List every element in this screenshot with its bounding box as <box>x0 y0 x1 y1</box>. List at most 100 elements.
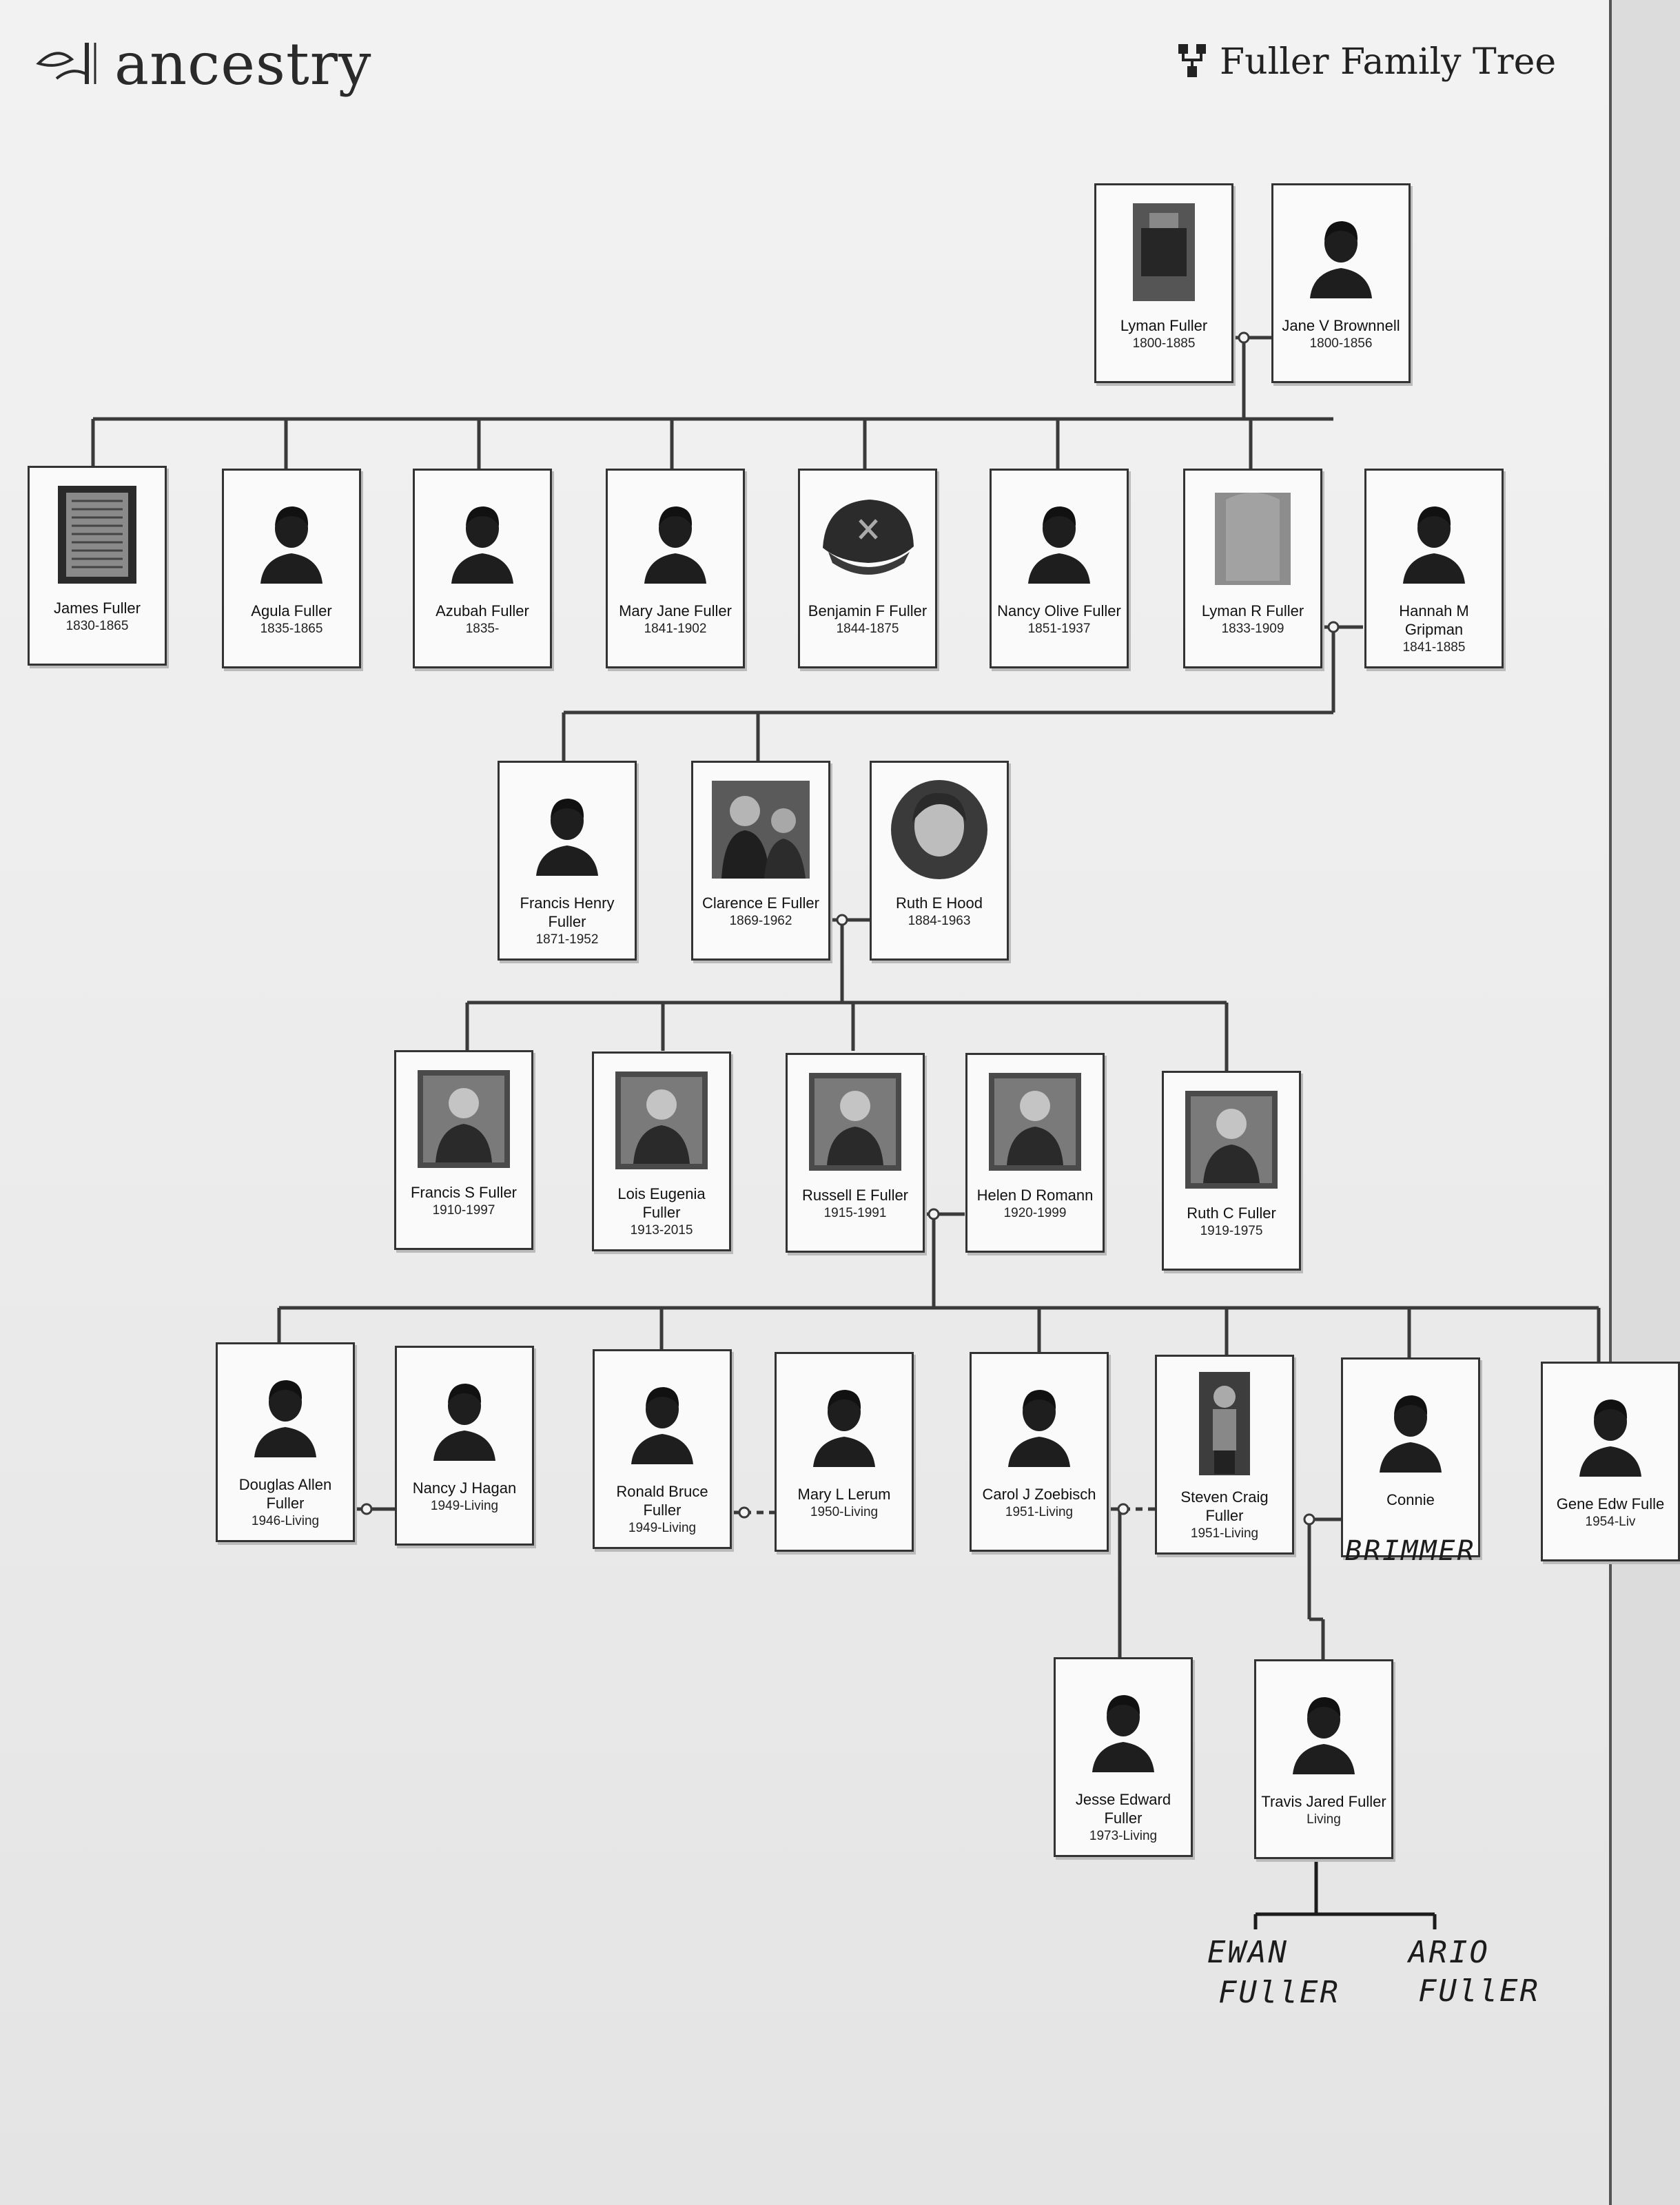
person-name: Clarence E Fuller <box>702 894 819 912</box>
person-lifespan: 1915-1991 <box>823 1206 887 1220</box>
person-card-jesse[interactable]: Jesse Edward Fuller 1973-Living <box>1054 1657 1193 1857</box>
person-photo <box>709 778 812 881</box>
person-lifespan: 1951-Living <box>1190 1526 1259 1541</box>
person-card-douglas[interactable]: Douglas Allen Fuller 1946-Living <box>216 1342 355 1542</box>
person-silhouette-icon <box>413 1363 516 1466</box>
person-name: Helen D Romann <box>976 1187 1094 1204</box>
person-lifespan: 1835- <box>465 622 500 636</box>
person-lifespan: 1954-Liv <box>1585 1515 1636 1529</box>
person-card-gene[interactable]: Gene Edw Fulle 1954-Liv <box>1541 1362 1680 1561</box>
person-lifespan: 1910-1997 <box>432 1203 495 1218</box>
person-photo <box>803 1070 907 1173</box>
person-lifespan: 1946-Living <box>251 1514 320 1528</box>
person-silhouette-icon <box>1007 486 1111 589</box>
person-card-steven[interactable]: Steven Craig Fuller 1951-Living <box>1155 1355 1294 1555</box>
person-card-lois[interactable]: Lois Eugenia Fuller 1913-2015 <box>592 1052 731 1251</box>
person-card-helen[interactable]: Helen D Romann 1920-1999 <box>965 1053 1105 1253</box>
person-lifespan: 1949-Living <box>430 1499 499 1513</box>
person-lifespan: Living <box>1307 1812 1341 1827</box>
person-silhouette-icon <box>515 778 619 881</box>
person-name: Mary L Lerum <box>797 1486 891 1503</box>
person-silhouette-icon <box>1382 486 1486 589</box>
person-card-connie[interactable]: Connie <box>1341 1357 1480 1557</box>
person-lifespan: 1869-1962 <box>729 914 792 928</box>
person-lifespan: 1833-1909 <box>1221 622 1284 636</box>
person-silhouette-icon <box>1289 201 1393 304</box>
person-silhouette-icon <box>1272 1676 1375 1780</box>
person-lifespan: 1950-Living <box>810 1505 879 1519</box>
person-lifespan: 1800-1856 <box>1309 336 1373 351</box>
person-name: Nancy J Hagan <box>412 1479 517 1497</box>
person-photo <box>983 1070 1087 1173</box>
person-name: Mary Jane Fuller <box>619 602 732 619</box>
person-lifespan: 1973-Living <box>1089 1829 1158 1843</box>
tree-connector-lines <box>91 331 1601 1929</box>
person-silhouette-icon <box>1072 1674 1175 1778</box>
person-photo <box>610 1069 713 1172</box>
person-photo <box>1112 201 1216 304</box>
person-card-nancy-hagan[interactable]: Nancy J Hagan 1949-Living <box>395 1346 534 1546</box>
person-card-carol[interactable]: Carol J Zoebisch 1951-Living <box>970 1352 1109 1552</box>
person-name: Jane V Brownnell <box>1282 317 1400 334</box>
person-lifespan: 1884-1963 <box>908 914 971 928</box>
person-photo <box>1180 1088 1283 1191</box>
person-name: Travis Jared Fuller <box>1261 1793 1386 1810</box>
person-silhouette-icon <box>624 486 727 589</box>
person-photo <box>1201 486 1304 589</box>
person-name: Gene Edw Fulle <box>1556 1495 1665 1512</box>
tree-title: Fuller Family Tree <box>1177 34 1556 90</box>
person-lifespan: 1919-1975 <box>1200 1224 1263 1238</box>
person-name: Nancy Olive Fuller <box>997 602 1121 619</box>
person-name: Steven Craig Fuller <box>1180 1488 1269 1524</box>
person-silhouette-icon <box>1559 1379 1662 1482</box>
person-lifespan: 1835-1865 <box>260 622 323 636</box>
person-card-ruth-c[interactable]: Ruth C Fuller 1919-1975 <box>1162 1071 1301 1271</box>
person-card-ruth-hood[interactable]: Ruth E Hood 1884-1963 <box>870 761 1009 961</box>
person-name: Carol J Zoebisch <box>982 1486 1096 1503</box>
person-lifespan: 1841-1885 <box>1402 640 1466 655</box>
person-name: Russell E Fuller <box>801 1187 909 1204</box>
person-photo <box>816 486 919 589</box>
person-name: Jesse Edward Fuller <box>1075 1791 1171 1827</box>
person-lifespan: 1913-2015 <box>630 1223 693 1238</box>
pedigree-icon <box>1177 43 1207 82</box>
person-card-clarence[interactable]: Clarence E Fuller 1869-1962 <box>691 761 830 961</box>
person-name: Douglas Allen Fuller <box>238 1476 332 1512</box>
leaf-icon <box>36 39 105 90</box>
person-photo <box>1173 1372 1276 1475</box>
person-card-mary-lerum[interactable]: Mary L Lerum 1950-Living <box>775 1352 914 1552</box>
person-lifespan: 1800-1885 <box>1132 336 1196 351</box>
ancestry-logo[interactable]: ancestry <box>36 26 371 102</box>
handwritten-child2-last: FUllER <box>1418 1973 1540 2009</box>
brand-name: ancestry <box>114 30 372 98</box>
person-name: Hannah M Gripman <box>1399 602 1469 638</box>
person-name: Azubah Fuller <box>436 602 529 619</box>
person-lifespan: 1949-Living <box>628 1521 697 1535</box>
handwritten-child2-first: ARIO <box>1408 1935 1490 1970</box>
person-card-hannah[interactable]: Hannah M Gripman 1841-1885 <box>1364 469 1504 668</box>
person-card-russell[interactable]: Russell E Fuller 1915-1991 <box>786 1053 925 1253</box>
person-lifespan: 1920-1999 <box>1003 1206 1067 1220</box>
person-name: James Fuller <box>54 599 141 617</box>
person-lifespan: 1951-Living <box>1005 1505 1074 1519</box>
person-card-azubah[interactable]: Azubah Fuller 1835- <box>413 469 552 668</box>
person-silhouette-icon <box>792 1369 896 1473</box>
person-name: Ruth C Fuller <box>1187 1204 1276 1222</box>
person-name: Lois Eugenia Fuller <box>617 1185 706 1221</box>
tree-title-text: Fuller Family Tree <box>1220 41 1557 83</box>
person-card-jane-brownell[interactable]: Jane V Brownnell 1800-1856 <box>1271 183 1411 383</box>
handwritten-child1-last: FUllER <box>1218 1975 1340 2010</box>
person-silhouette-icon <box>234 1360 337 1463</box>
person-name: Ruth E Hood <box>896 894 983 912</box>
